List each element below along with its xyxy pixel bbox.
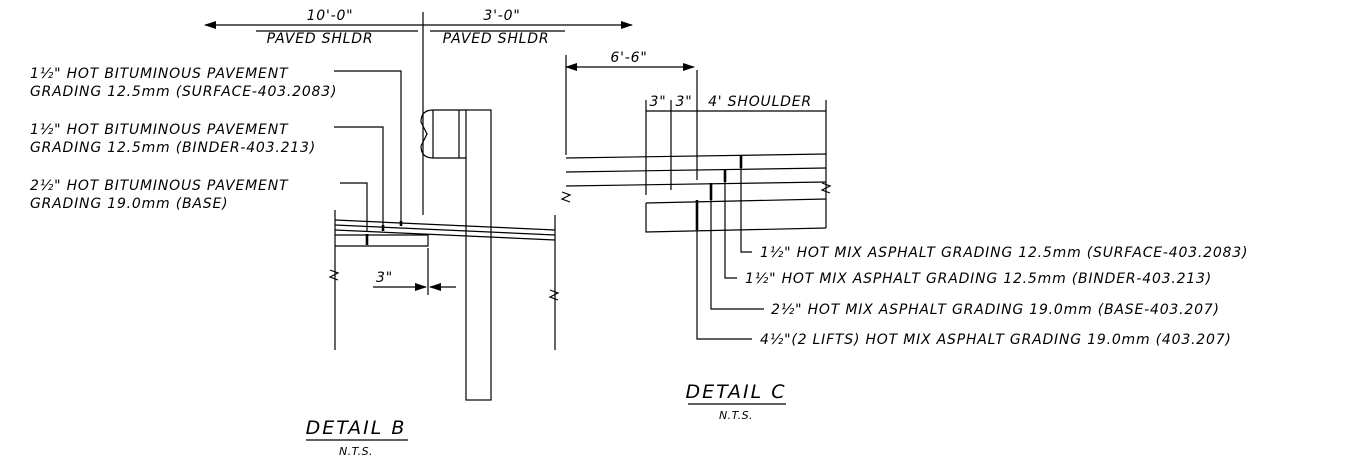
dim-step2-value: 3": [676, 94, 693, 110]
detail-b: 10'-0" PAVED SHLDR 3'-0" PAVED SHLDR 1½"…: [30, 8, 633, 458]
dim-paved-left-label: PAVED SHLDR: [267, 31, 374, 47]
callout-c-base: 2½" HOT MIX ASPHALT GRADING 19.0mm (BASE…: [771, 302, 1220, 318]
pavement-b-layer-line: [334, 229, 556, 241]
guardrail-post: [465, 109, 492, 401]
leader-b-surface: [334, 70, 402, 222]
break-symbol: [548, 289, 560, 301]
pavement-b-surface-top: [334, 219, 556, 231]
callout-b-base-line1: 2½" HOT BITUMINOUS PAVEMENT: [30, 178, 289, 194]
leader-b-base: [340, 182, 368, 232]
pavement-b-base-course: [335, 234, 429, 247]
detail-b-title: DETAIL B: [306, 417, 407, 439]
callout-c-surface: 1½" HOT MIX ASPHALT GRADING 12.5mm (SURF…: [760, 245, 1248, 261]
dim-paved-right-value: 3'-0": [483, 8, 520, 24]
callout-b-base-line2: GRADING 19.0mm (BASE): [30, 196, 228, 212]
dim-step1-value: 3": [650, 94, 667, 110]
callout-b-surface-line2: GRADING 12.5mm (SURFACE-403.2083): [30, 84, 337, 100]
break-symbol: [560, 191, 572, 203]
guardrail-blockout: [420, 109, 466, 159]
dim-offset-value: 3": [376, 270, 393, 286]
pavement-c-layer-line: [565, 181, 827, 187]
leader-b-binder: [334, 126, 384, 226]
callout-c-lifts: 4½"(2 LIFTS) HOT MIX ASPHALT GRADING 19.…: [760, 332, 1232, 348]
callout-b-binder-line1: 1½" HOT BITUMINOUS PAVEMENT: [30, 122, 289, 138]
callout-b-surface-line1: 1½" HOT BITUMINOUS PAVEMENT: [30, 66, 289, 82]
pavement-b-layer-line: [334, 224, 556, 236]
dim-shoulder-value: 4' SHOULDER: [708, 94, 812, 110]
leader-c-binder: [724, 182, 737, 279]
pavement-c-surface-top: [565, 153, 827, 159]
leader-c-lifts: [696, 230, 752, 340]
detail-b-scale: N.T.S.: [339, 445, 373, 458]
leader-c-base: [710, 200, 764, 310]
break-symbol: [820, 182, 832, 194]
dim-paved-right-label: PAVED SHLDR: [443, 31, 550, 47]
pavement-c-layer-line: [645, 198, 827, 204]
dim-overall-value: 6'-6": [610, 50, 647, 66]
callout-b-binder-line2: GRADING 12.5mm (BINDER-403.213): [30, 140, 316, 156]
leader-c-surface: [740, 168, 752, 253]
dim-paved-left-value: 10'-0": [307, 8, 354, 24]
callout-c-binder: 1½" HOT MIX ASPHALT GRADING 12.5mm (BIND…: [745, 271, 1212, 287]
break-symbol: [328, 269, 340, 281]
pavement-c-base-course: [645, 203, 827, 233]
detail-c-title: DETAIL C: [686, 381, 787, 403]
detail-c-scale: N.T.S.: [719, 409, 753, 422]
pavement-c-layer-line: [565, 167, 827, 173]
detail-c: 6'-6" 3" 3" 4' SHOULDER 1½" HOT MIX ASPH…: [560, 50, 1248, 422]
